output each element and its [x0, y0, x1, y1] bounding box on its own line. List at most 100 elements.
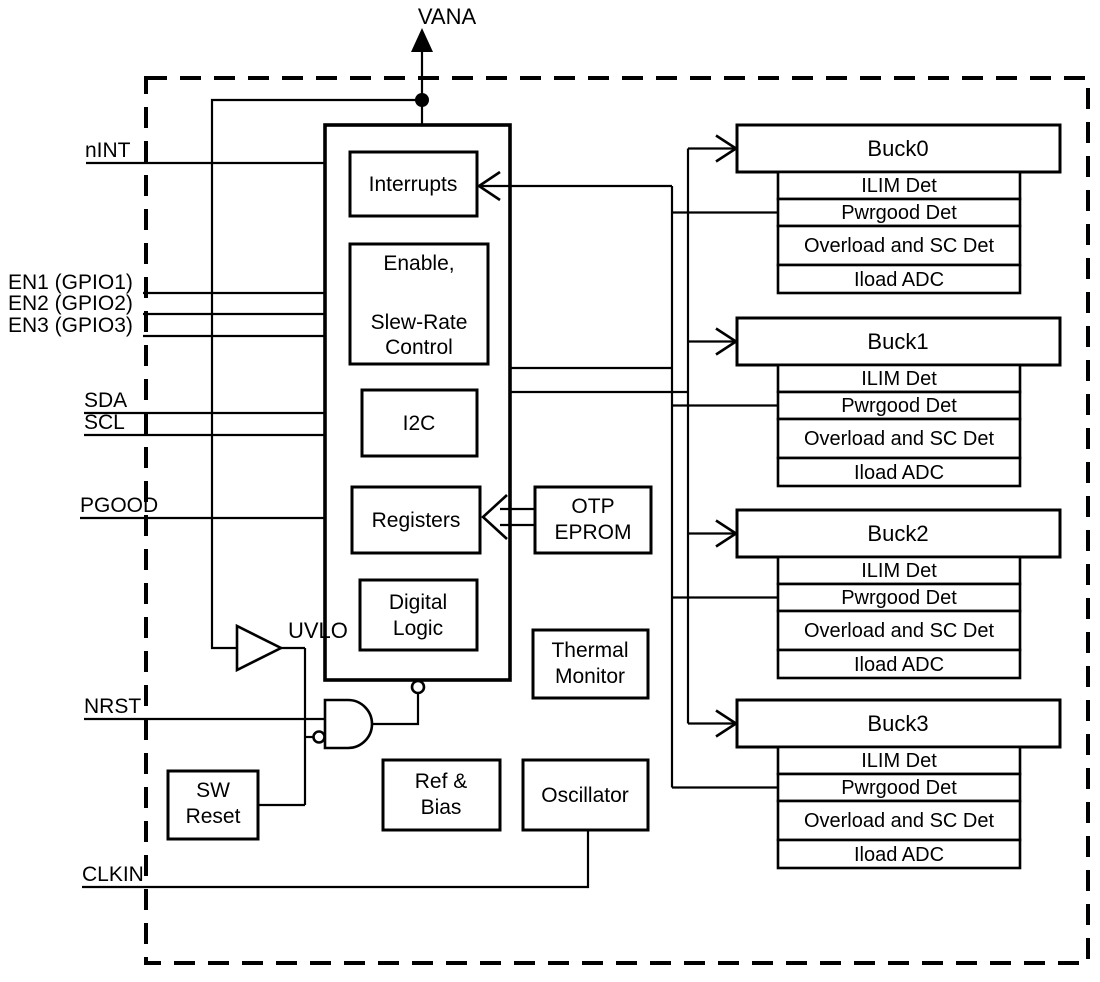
thermal-monitor-block [531, 628, 650, 700]
core-reset-bubble-icon [410, 679, 426, 695]
gate-output-wire [372, 693, 420, 726]
buck0-iload-adc-label: Iload ADC [854, 269, 944, 291]
clkin-wire [82, 830, 590, 889]
clkin-label: CLKIN [82, 863, 144, 886]
buck3-ilim-det-label: ILIM Det [861, 750, 937, 772]
buck2-block [735, 508, 1062, 559]
buck3: Buck3 ILIM Det Pwrgood Det Overload and … [688, 698, 1062, 870]
uvlo-buffer-icon [235, 623, 284, 673]
buck3-ilim-det-block [776, 745, 1022, 776]
ref-bias: Ref & Bias [381, 758, 502, 832]
buck0-ilim-det-label: ILIM Det [861, 175, 937, 197]
interrupts-arrowhead-icon [476, 170, 501, 202]
sw-reset-label-line1: SW [196, 779, 230, 802]
buck1-title: Buck1 [867, 329, 928, 354]
buck1-block [735, 316, 1062, 367]
buck2-pwrgood-det-block [776, 582, 1022, 613]
enable-slewrate-block [348, 242, 490, 366]
vana-uvlo-rail [210, 98, 422, 650]
nrst-label: NRST [84, 695, 141, 718]
core-block: Interrupts Enable, Slew-Rate Control I2C… [323, 123, 512, 682]
i2c-label: I2C [403, 412, 436, 435]
buck3-pwrgood-det-label: Pwrgood Det [841, 777, 957, 799]
chip-boundary [144, 76, 1090, 965]
otp-eprom: OTP EPROM [481, 485, 653, 555]
buck2-title: Buck2 [867, 521, 928, 546]
scl-label: SCL [84, 411, 125, 434]
digital-logic-label-line1: Digital [389, 591, 447, 614]
vana-pin: VANA [210, 4, 477, 650]
buck2-iload-adc-label: Iload ADC [854, 654, 944, 676]
otp-label-line1: OTP [571, 495, 614, 518]
ref-bias-block [381, 758, 502, 832]
buck2: Buck2 ILIM Det Pwrgood Det Overload and … [688, 508, 1062, 680]
reset-gate [305, 679, 426, 750]
buck3-iload-adc-label: Iload ADC [854, 844, 944, 866]
interrupts-label: Interrupts [369, 173, 458, 196]
sda-label: SDA [84, 389, 127, 412]
digital-logic-label-line2: Logic [393, 617, 443, 640]
uvlo-label: UVLO [288, 618, 348, 643]
en2-label: EN2 (GPIO2) [8, 292, 133, 315]
buck1-ilim-det-label: ILIM Det [861, 368, 937, 390]
registers-label: Registers [372, 509, 461, 532]
buck1-pwrgood-det-label: Pwrgood Det [841, 395, 957, 417]
buck3-pwrgood-det-block [776, 772, 1022, 803]
buck0-iload-adc-block [776, 263, 1022, 295]
thermal-label-line1: Thermal [551, 639, 628, 662]
core-buck-buses [476, 148, 778, 789]
vana-label: VANA [418, 4, 477, 29]
en1-label: EN1 (GPIO1) [8, 271, 133, 294]
enable-label-line3: Control [385, 336, 453, 359]
oscillator: Oscillator [521, 758, 650, 832]
thermal-label-line2: Monitor [555, 665, 625, 688]
buck0-overload-block [776, 224, 1022, 267]
and-gate-icon [323, 698, 374, 750]
buck1-overload-label: Overload and SC Det [804, 428, 995, 450]
ref-bias-label-line2: Bias [421, 796, 462, 819]
thermal-monitor: Thermal Monitor [531, 628, 650, 700]
buck1-overload-block [776, 417, 1022, 460]
registers-block [350, 485, 482, 555]
buck0-overload-label: Overload and SC Det [804, 235, 995, 257]
buck0-pwrgood-det-block [776, 197, 1022, 228]
ref-bias-label-line1: Ref & [415, 770, 468, 793]
buck1-iload-adc-block [776, 456, 1022, 488]
buck2-pwrgood-det-label: Pwrgood Det [841, 587, 957, 609]
vana-arrowhead-icon [411, 28, 433, 52]
left-pins: nINT EN1 (GPIO1) EN2 (GPIO2) EN3 (GPIO3)… [8, 139, 590, 889]
en3-label: EN3 (GPIO3) [8, 314, 133, 337]
sw-reset-block [166, 769, 260, 841]
otp-label-line2: EPROM [554, 521, 631, 544]
i2c-block [360, 388, 479, 458]
buck2-iload-adc-block [776, 648, 1022, 680]
buck0-pwrgood-det-label: Pwrgood Det [841, 202, 957, 224]
buck1: Buck1 ILIM Det Pwrgood Det Overload and … [688, 316, 1062, 488]
sw-reset: SW Reset [166, 769, 305, 841]
buck3-iload-adc-block [776, 838, 1022, 870]
buck2-overload-block [776, 609, 1022, 652]
oscillator-block [521, 758, 650, 832]
buck0-title: Buck0 [867, 136, 928, 161]
otp-arrowhead-icon [481, 494, 508, 540]
oscillator-label: Oscillator [541, 784, 629, 807]
buck2-overload-label: Overload and SC Det [804, 620, 995, 642]
sw-reset-label-line2: Reset [186, 805, 241, 828]
otp-eprom-block [533, 485, 653, 555]
buck2-ilim-det-label: ILIM Det [861, 560, 937, 582]
enable-label-line2: Slew-Rate [371, 311, 468, 334]
buck1-iload-adc-label: Iload ADC [854, 462, 944, 484]
buck3-block [735, 698, 1062, 749]
buck3-title: Buck3 [867, 711, 928, 736]
nint-label: nINT [85, 139, 131, 162]
gate-input-bubble-icon [312, 730, 326, 744]
buck3-overload-label: Overload and SC Det [804, 810, 995, 832]
buck0: Buck0 ILIM Det Pwrgood Det Overload and … [688, 123, 1062, 295]
interrupts-block [348, 150, 479, 218]
digital-logic-block [358, 578, 479, 652]
enable-label-line1: Enable, [383, 252, 454, 275]
uvlo: UVLO [235, 618, 348, 805]
buck0-block [735, 123, 1062, 174]
